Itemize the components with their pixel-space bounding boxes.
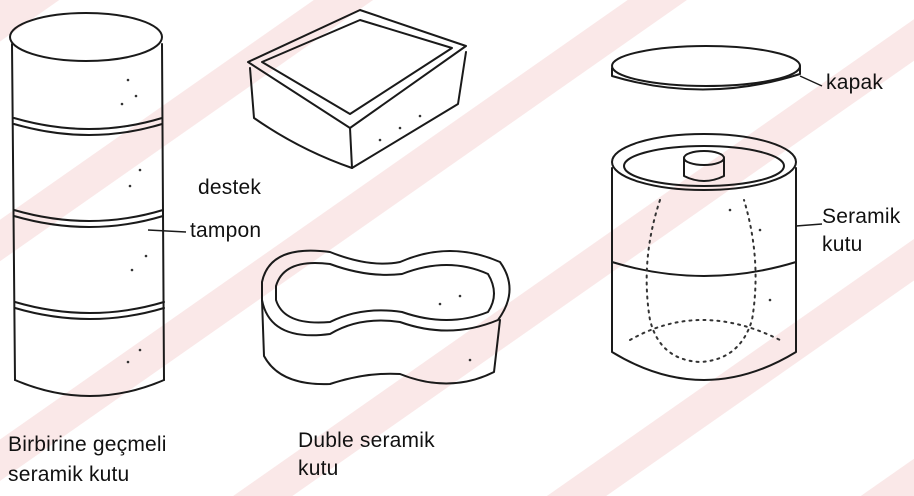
double-ceramic-box-icon — [262, 251, 510, 385]
tampon-pointer — [148, 230, 186, 232]
label-seramik-line2: kutu — [822, 232, 863, 258]
caption-stacked-line1: Birbirine geçmeli — [8, 432, 167, 458]
caption-duble-line2: kutu — [298, 456, 339, 482]
caption-duble-line1: Duble seramik — [298, 428, 435, 454]
seramik-pointer — [796, 224, 822, 226]
caption-stacked-line2: seramik kutu — [8, 462, 129, 488]
label-tampon: tampon — [190, 218, 261, 244]
label-kapak: kapak — [826, 70, 883, 96]
square-ceramic-box-icon — [248, 10, 466, 168]
kapak-pointer — [800, 76, 822, 86]
ceramic-cylinder-box-icon — [612, 134, 796, 380]
stacked-ceramic-box-icon — [10, 13, 164, 396]
lid-icon — [612, 46, 800, 90]
label-seramik-line1: Seramik — [822, 204, 900, 230]
label-destek: destek — [198, 175, 261, 201]
